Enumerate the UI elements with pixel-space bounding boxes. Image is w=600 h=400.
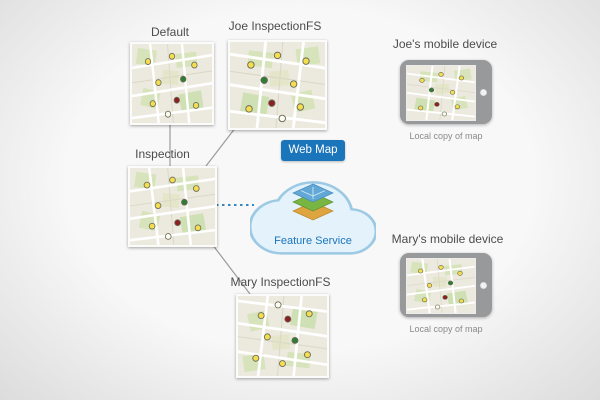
joe-device-label: Joe's mobile device (392, 37, 498, 51)
joe-mobile-device (400, 60, 492, 124)
web-map-button: Web Map (281, 140, 345, 161)
version-joe-fs-label: Joe InspectionFS (228, 19, 322, 33)
map-thumbnail-mary-fs (236, 294, 329, 378)
feature-service-label: Feature Service (274, 235, 352, 247)
mary-mobile-device (400, 253, 492, 317)
mary-device-map (406, 258, 476, 314)
home-button-icon (480, 281, 487, 289)
map-thumbnail-joe-fs (228, 40, 327, 130)
joe-device-caption: Local copy of map (409, 131, 483, 141)
version-inspection-label: Inspection (135, 147, 190, 161)
home-button-icon (480, 88, 487, 96)
version-default-label: Default (150, 25, 190, 39)
map-thumbnail-inspection (128, 166, 217, 247)
mary-device-caption: Local copy of map (409, 324, 483, 334)
version-mary-fs-label: Mary InspectionFS (230, 275, 331, 289)
mary-device-label: Mary's mobile device (391, 232, 504, 246)
feature-service-cloud: Feature Service (250, 158, 376, 260)
map-thumbnail-default (130, 42, 214, 125)
joe-device-map (406, 65, 476, 121)
layers-icon (292, 183, 334, 221)
